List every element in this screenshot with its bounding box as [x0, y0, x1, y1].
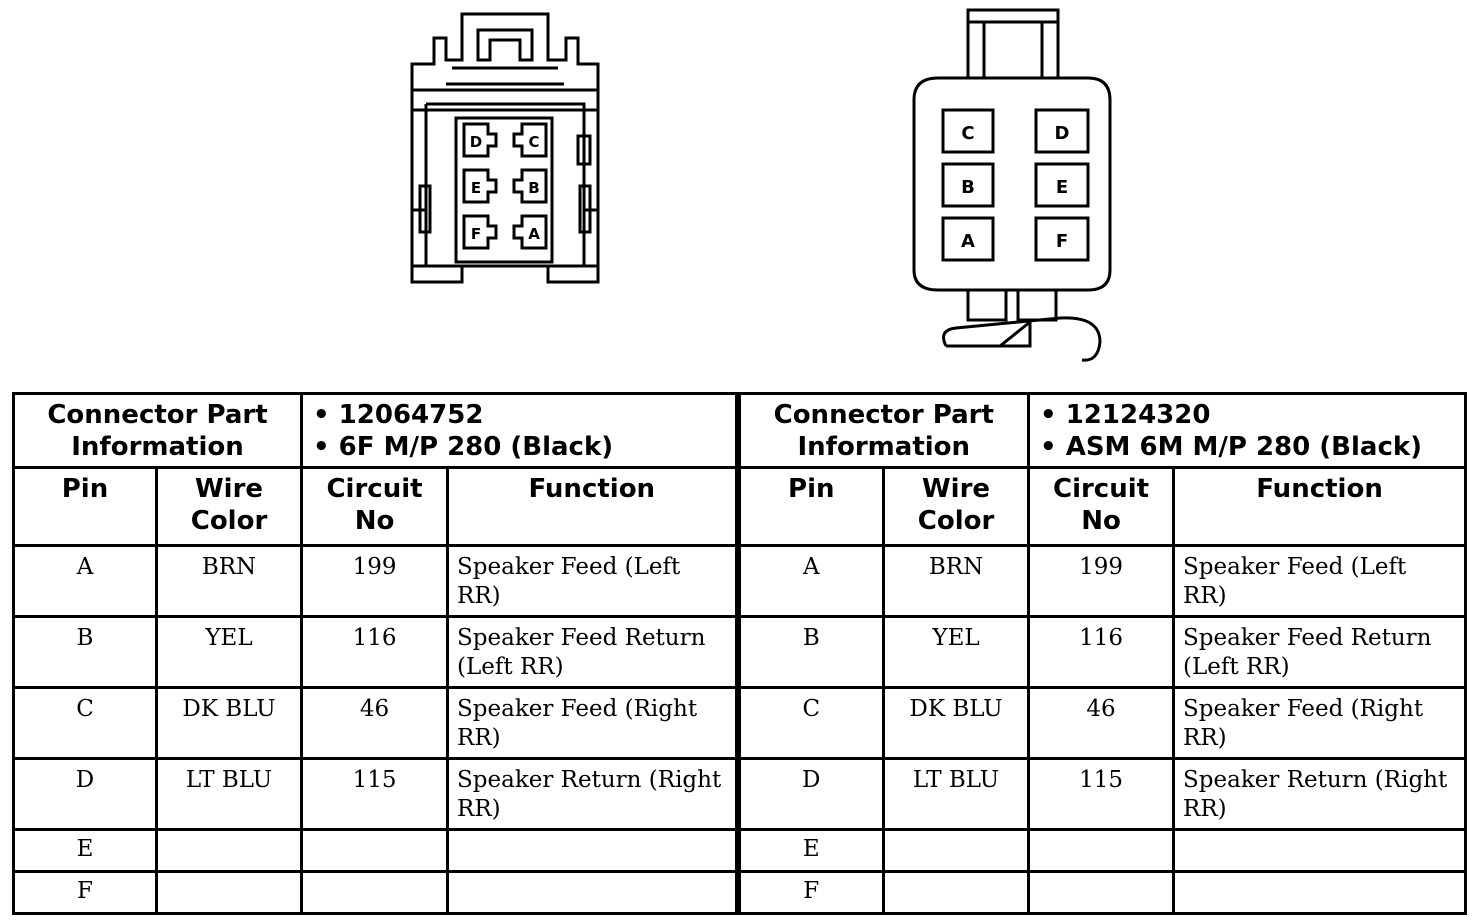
header-label-line: Connector Part	[47, 400, 268, 430]
circuit-cell: 46	[1086, 696, 1116, 722]
wire-color-cell	[158, 873, 300, 879]
table-row: E E	[12, 828, 1468, 873]
col-header-function: Function	[446, 466, 740, 547]
header-label-line: Information	[797, 432, 971, 462]
pin-cell: E	[76, 836, 94, 862]
pin-cell: B	[802, 625, 820, 651]
function-cell: Speaker Feed (Right RR)	[1183, 696, 1424, 751]
circuit-cell: 46	[359, 696, 390, 722]
connector-1-header-label: Connector Part Information	[11, 392, 304, 469]
pin-cell: C	[802, 696, 821, 722]
pin-cell: D	[75, 767, 95, 793]
connector-2-pin-label: D	[1055, 123, 1070, 144]
pin-cell: A	[802, 554, 820, 580]
connector-2-pin-label: B	[961, 177, 975, 198]
circuit-cell: 199	[352, 554, 397, 580]
connector-2-pin-label: C	[961, 123, 974, 144]
pin-cell: F	[803, 878, 820, 904]
connector-2-cavities	[941, 108, 1090, 262]
function-cell: Speaker Return (Right RR)	[457, 767, 722, 822]
function-cell: Speaker Feed Return (Left RR)	[457, 625, 706, 680]
circuit-cell: 116	[1079, 625, 1123, 651]
connector-2-pin-label: F	[1056, 231, 1068, 252]
col-header-function: Function	[1172, 466, 1468, 547]
connector-1-pin-label: C	[528, 133, 539, 151]
function-cell: Speaker Return (Right RR)	[1183, 767, 1448, 822]
wire-color-cell: YEL	[932, 625, 980, 651]
col-header-pin: Pin	[12, 466, 158, 547]
wire-color-cell: DK BLU	[182, 696, 276, 722]
connector-1-cavities	[462, 122, 548, 250]
function-cell: Speaker Feed (Left RR)	[457, 554, 681, 609]
pin-cell: B	[76, 625, 94, 651]
circuit-cell: 115	[352, 767, 397, 793]
circuit-cell	[303, 831, 446, 837]
connector-2-header-label: Connector Part Information	[734, 392, 1031, 469]
connector-info-row: Connector Part Information • 12064752 • …	[11, 392, 1468, 469]
circuit-cell: 116	[352, 625, 397, 651]
connector-drawings: D C E B F A C D B E A F	[410, 8, 1112, 362]
connector-1-drawing	[410, 12, 600, 284]
connector-2-pin-label: E	[1056, 177, 1068, 198]
function-cell	[1175, 831, 1464, 837]
connector-1-pin-label: F	[471, 225, 481, 243]
connector-1-part-info: • 12064752 • 6F M/P 280 (Black)	[300, 392, 740, 469]
circuit-cell: 115	[1079, 767, 1123, 793]
pin-cell: C	[76, 696, 94, 722]
table-row: B YEL 116 Speaker Feed Return (Left RR) …	[12, 615, 1468, 689]
pin-cell: D	[802, 767, 821, 793]
connector-1-pin-label: B	[528, 179, 539, 197]
connector-pinout-table: Connector Part Information • 12064752 • …	[11, 392, 1468, 915]
header-label-line: Information	[71, 432, 244, 462]
circuit-cell: 199	[1079, 554, 1123, 580]
header-label-line: Connector Part	[773, 400, 994, 430]
part-description: • ASM 6M M/P 280 (Black)	[1040, 432, 1423, 462]
wire-color-cell: DK BLU	[909, 696, 1003, 722]
wire-color-cell	[885, 873, 1027, 879]
connector-1-pin-label: D	[470, 133, 482, 151]
wire-color-cell	[885, 831, 1027, 837]
part-number: • 12124320	[1040, 400, 1211, 430]
function-cell: Speaker Feed (Right RR)	[457, 696, 698, 751]
pin-cell: A	[76, 554, 94, 580]
connector-1-pin-label: E	[471, 179, 481, 197]
circuit-cell	[1030, 831, 1172, 837]
part-description: • 6F M/P 280 (Black)	[313, 432, 614, 462]
function-cell	[449, 873, 735, 879]
circuit-cell	[303, 873, 446, 879]
wire-color-cell: YEL	[205, 625, 253, 651]
table-row: A BRN 199 Speaker Feed (Left RR) A BRN 1…	[12, 544, 1468, 618]
wire-color-cell: LT BLU	[912, 767, 1000, 793]
function-cell: Speaker Feed Return (Left RR)	[1183, 625, 1432, 680]
connector-2-part-info: • 12124320 • ASM 6M M/P 280 (Black)	[1027, 392, 1468, 469]
wire-color-cell: LT BLU	[185, 767, 273, 793]
connector-table-area: Connector Part Information • 12064752 • …	[11, 392, 1468, 915]
function-cell	[449, 831, 735, 837]
connector-2-drawing	[912, 8, 1112, 362]
pin-cell: F	[77, 878, 93, 904]
pin-cell: E	[802, 836, 820, 862]
part-number: • 12064752	[313, 400, 484, 430]
function-cell: Speaker Feed (Left RR)	[1183, 554, 1407, 609]
connector-2-pin-label: A	[961, 231, 975, 252]
wire-color-cell: BRN	[201, 554, 257, 580]
wire-color-cell: BRN	[928, 554, 984, 580]
function-cell	[1175, 873, 1464, 879]
table-row: F F	[12, 870, 1468, 915]
col-header-pin: Pin	[734, 466, 886, 547]
circuit-cell	[1030, 873, 1172, 879]
table-row: C DK BLU 46 Speaker Feed (Right RR) C DK…	[12, 686, 1468, 760]
connector-1-pin-label: A	[528, 225, 540, 243]
table-row: D LT BLU 115 Speaker Return (Right RR) D…	[12, 757, 1468, 831]
wire-color-cell	[158, 831, 300, 837]
